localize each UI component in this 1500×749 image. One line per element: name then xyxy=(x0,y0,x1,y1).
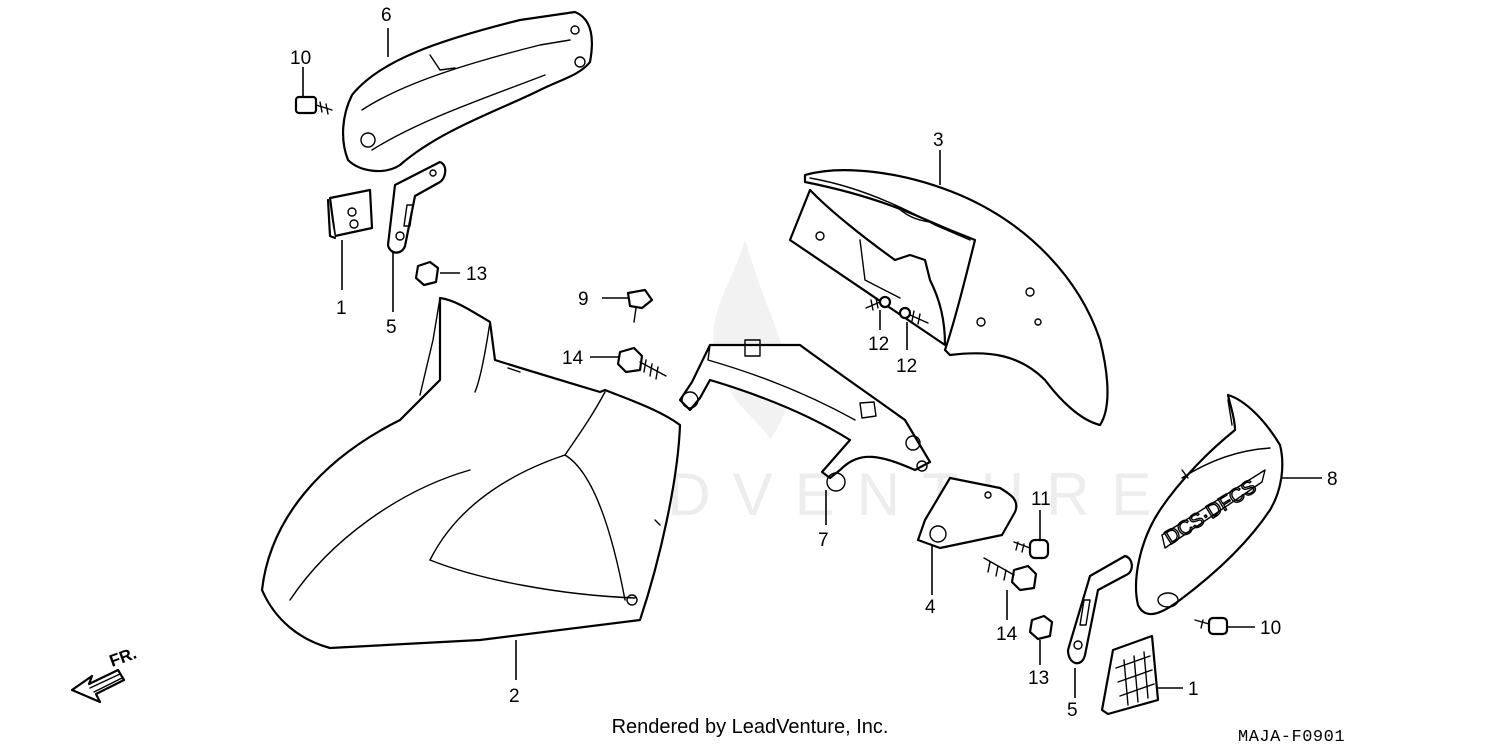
callout-12: 12 xyxy=(896,356,917,377)
callout-5: 5 xyxy=(1067,700,1078,721)
callout-6: 6 xyxy=(381,5,392,26)
callout-4: 4 xyxy=(925,597,936,618)
part-8-upper-cover[interactable]: DCS·DFCS xyxy=(1135,393,1284,616)
part-10-screw[interactable] xyxy=(294,95,333,115)
callout-14: 14 xyxy=(562,348,584,369)
callout-7: 7 xyxy=(818,530,829,551)
callout-1: 1 xyxy=(1188,679,1199,700)
part-13-nut[interactable] xyxy=(1028,614,1054,641)
callout-14: 14 xyxy=(996,624,1018,645)
callout-12: 12 xyxy=(868,334,889,355)
part-3-fender-section[interactable] xyxy=(788,169,1109,427)
front-direction-arrow: FR. xyxy=(70,644,139,704)
callout-9: 9 xyxy=(578,289,589,310)
part-14-bolt[interactable] xyxy=(983,557,1038,592)
callout-1: 1 xyxy=(336,298,347,319)
part-12-screw-b[interactable] xyxy=(898,306,929,325)
part-1-reflector[interactable] xyxy=(326,188,374,240)
part-7-fender-stay[interactable] xyxy=(678,339,932,492)
direction-label: FR. xyxy=(107,644,139,671)
leader-lines xyxy=(302,28,1322,698)
diagram-code: MAJA-F0901 xyxy=(1238,728,1346,747)
part-10-screw[interactable] xyxy=(1194,616,1229,636)
part-9-fastener[interactable] xyxy=(626,288,654,323)
part-2-front-fender[interactable] xyxy=(260,296,682,650)
part-1-reflector[interactable] xyxy=(1100,634,1160,716)
callout-10: 10 xyxy=(1260,618,1281,639)
callout-3: 3 xyxy=(933,130,944,151)
part-14-bolt[interactable] xyxy=(616,346,667,380)
part-12-screw-a[interactable] xyxy=(865,295,892,311)
callout-labels: 6 10 13 1 5 9 14 3 12 12 7 11 8 4 14 13 … xyxy=(290,5,1338,721)
part-6-upper-cover[interactable] xyxy=(341,10,593,173)
callout-8: 8 xyxy=(1327,469,1338,490)
callout-5: 5 xyxy=(386,317,397,338)
credit-line: Rendered by LeadVenture, Inc. xyxy=(611,716,889,738)
callout-13: 13 xyxy=(1028,668,1049,689)
part-5-bracket[interactable] xyxy=(386,160,447,254)
part-13-nut[interactable] xyxy=(414,260,440,287)
callout-11: 11 xyxy=(1031,489,1051,510)
callout-13: 13 xyxy=(466,264,487,285)
part-5-bracket[interactable] xyxy=(1066,554,1133,665)
part-11-screw[interactable] xyxy=(1013,538,1050,560)
callout-2: 2 xyxy=(509,686,520,707)
callout-10: 10 xyxy=(290,48,311,69)
